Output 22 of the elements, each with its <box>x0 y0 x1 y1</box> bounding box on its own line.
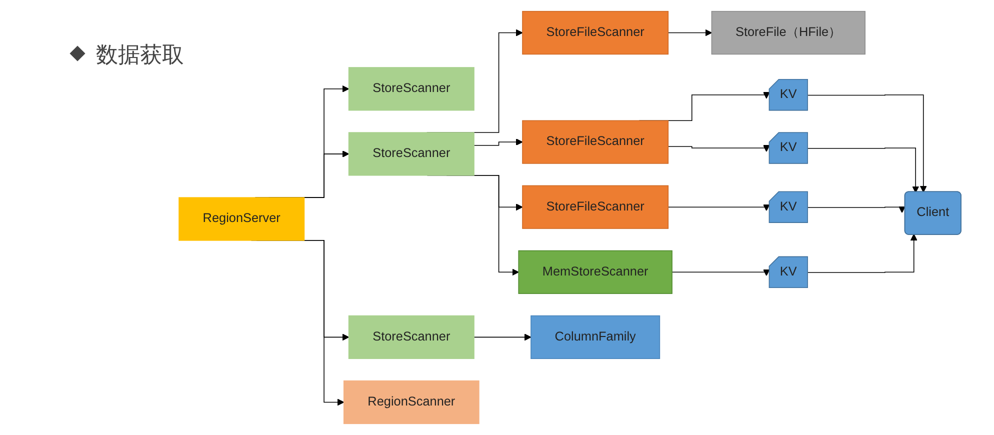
arrow <box>808 206 906 213</box>
node-box: RegionScanner <box>343 380 480 424</box>
node-box: StoreScanner <box>348 132 474 176</box>
node-box: StoreScanner <box>348 67 474 111</box>
arrow <box>668 29 712 36</box>
bullet-heading: 数据获取 <box>70 40 184 70</box>
arrow <box>808 148 920 193</box>
node-box: StoreFile（HFile） <box>711 10 866 55</box>
arrow <box>474 334 532 341</box>
node-box: StoreFileScanner <box>522 185 669 229</box>
arrow <box>808 94 927 193</box>
node-box: StoreFileScanner <box>522 120 669 164</box>
arrow <box>668 144 770 152</box>
node-box: ColumnFamily <box>530 315 660 359</box>
node-box: RegionServer <box>178 197 305 241</box>
node-box: StoreFileScanner <box>522 10 669 55</box>
arrow <box>474 138 523 146</box>
arrow <box>808 234 918 273</box>
node-box: MemStoreScanner <box>518 250 672 294</box>
arrow <box>672 269 770 276</box>
arrow <box>668 204 770 211</box>
node-box: StoreScanner <box>348 315 474 359</box>
